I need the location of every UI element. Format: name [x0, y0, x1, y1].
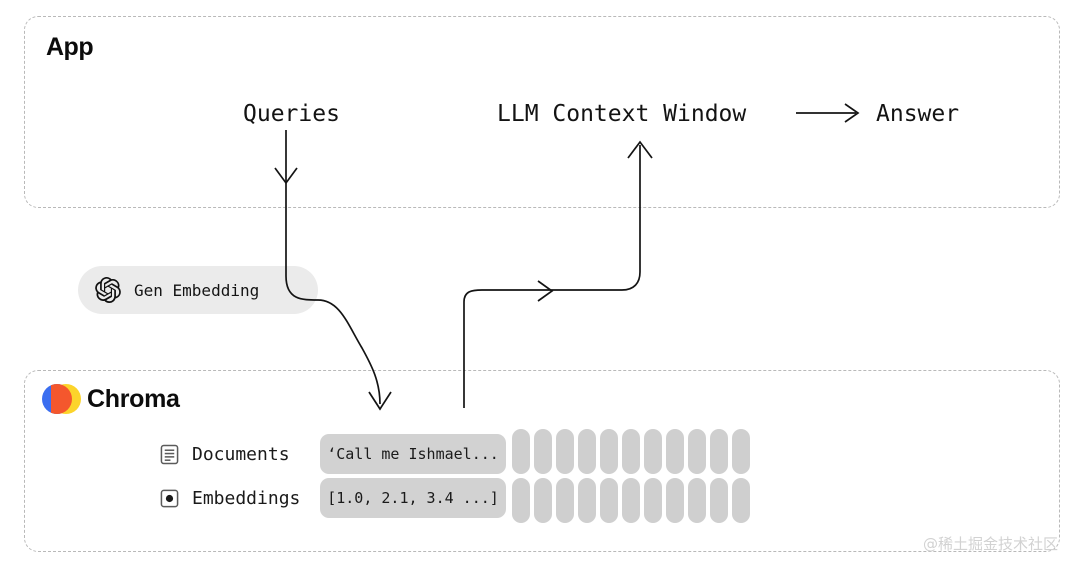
placeholder-capsule	[666, 429, 684, 474]
watermark: @稀土掘金技术社区	[922, 535, 1058, 553]
placeholder-capsule-column	[578, 429, 596, 523]
placeholder-capsule-column	[600, 429, 618, 523]
placeholder-capsule-column	[732, 429, 750, 523]
placeholder-capsule-column	[556, 429, 574, 523]
document-lines-icon	[160, 444, 179, 464]
chroma-chip-embeddings-value: [1.0, 2.1, 3.4 ...]	[327, 489, 499, 507]
chroma-row-label-embeddings: Embeddings	[192, 487, 301, 509]
llm-context-window-label: LLM Context Window	[497, 101, 747, 127]
placeholder-capsule	[578, 478, 596, 523]
placeholder-capsule-column	[644, 429, 662, 523]
chroma-chip-documents: ‘Call me Ishmael...	[320, 434, 506, 474]
placeholder-capsule	[732, 478, 750, 523]
chroma-chip-documents-value: ‘Call me Ishmael...	[327, 445, 499, 463]
answer-label: Answer	[876, 101, 960, 127]
placeholder-capsule-column	[688, 429, 706, 523]
openai-logo-icon	[95, 277, 121, 303]
placeholder-capsule	[556, 478, 574, 523]
placeholder-capsule	[578, 429, 596, 474]
placeholder-capsule	[600, 478, 618, 523]
placeholder-capsule-column	[710, 429, 728, 523]
placeholder-capsule-column	[666, 429, 684, 523]
chroma-chip-embeddings: [1.0, 2.1, 3.4 ...]	[320, 478, 506, 518]
placeholder-capsule	[732, 429, 750, 474]
placeholder-capsule	[644, 478, 662, 523]
chroma-logo-icon	[42, 384, 81, 414]
placeholder-capsule-column	[512, 429, 530, 523]
placeholder-capsule-column	[534, 429, 552, 523]
placeholder-capsule	[622, 429, 640, 474]
placeholder-capsule	[600, 429, 618, 474]
app-title: App	[46, 33, 94, 61]
placeholder-capsule	[556, 429, 574, 474]
placeholder-capsule	[534, 478, 552, 523]
placeholder-capsule	[666, 478, 684, 523]
gen-embedding-pill[interactable]: Gen Embedding	[78, 266, 318, 314]
placeholder-capsule	[688, 429, 706, 474]
placeholder-capsule	[710, 429, 728, 474]
chroma-row-label-documents: Documents	[192, 443, 290, 465]
chroma-name: Chroma	[87, 384, 180, 413]
chroma-row-embeddings: Embeddings	[160, 478, 300, 518]
chroma-heading: Chroma	[42, 384, 180, 414]
placeholder-capsule	[622, 478, 640, 523]
placeholder-capsule-column	[622, 429, 640, 523]
placeholder-capsule	[512, 429, 530, 474]
dot-in-square-icon	[160, 489, 179, 507]
queries-label: Queries	[243, 101, 340, 127]
placeholder-capsule	[688, 478, 706, 523]
placeholder-capsule	[512, 478, 530, 523]
gen-embedding-label: Gen Embedding	[134, 280, 260, 300]
placeholder-capsule	[534, 429, 552, 474]
chroma-row-documents: Documents	[160, 434, 290, 474]
placeholder-capsule	[644, 429, 662, 474]
placeholder-capsule-grid	[512, 429, 750, 523]
placeholder-capsule	[710, 478, 728, 523]
